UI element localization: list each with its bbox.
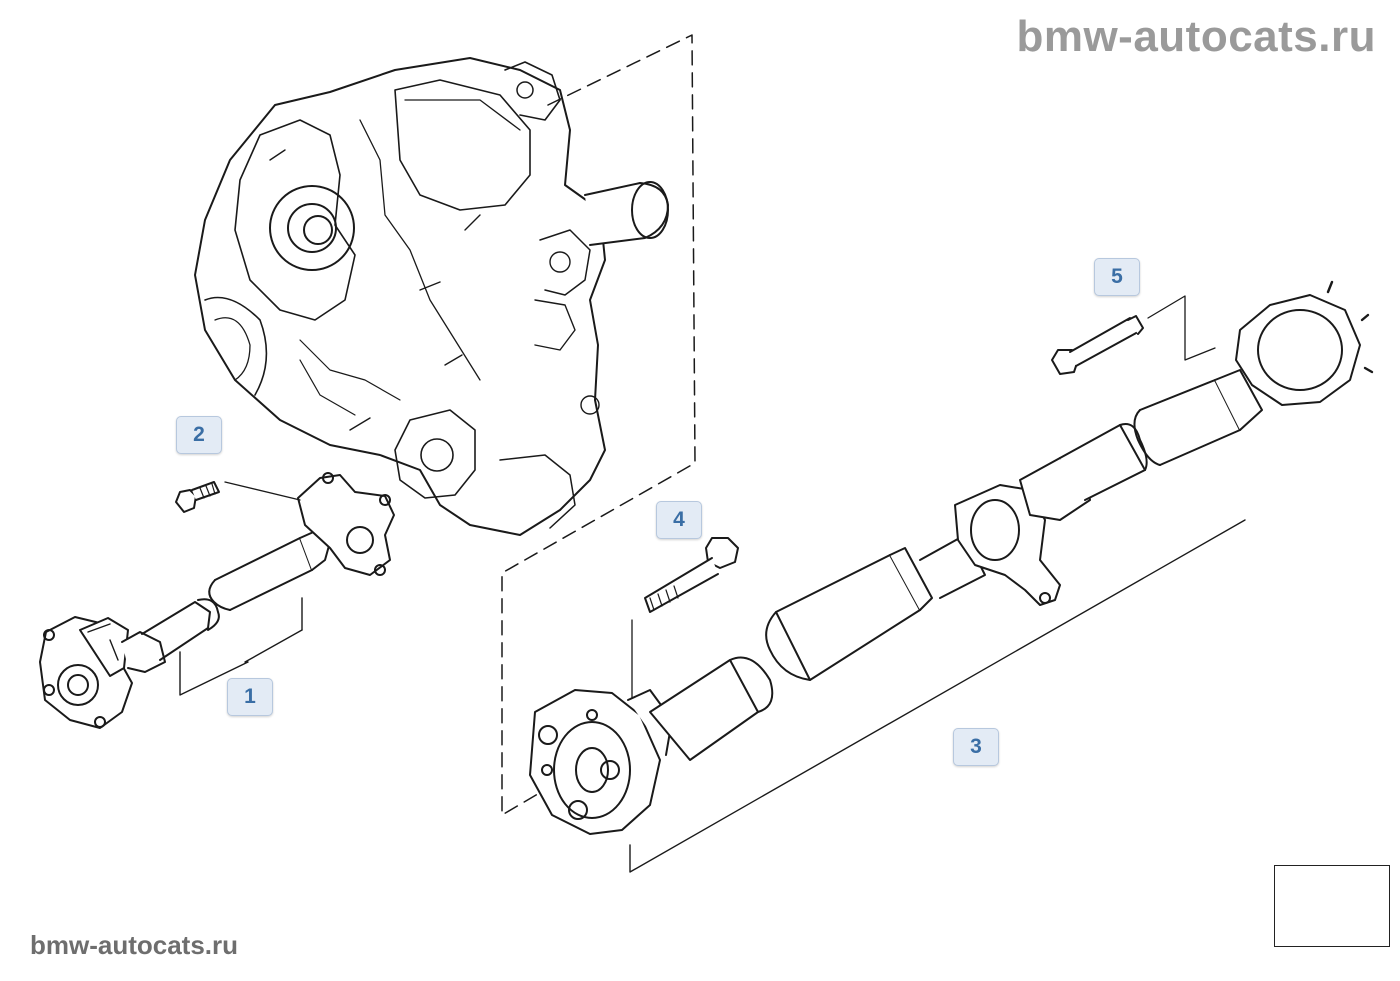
bolt-5 <box>1051 295 1216 375</box>
rear-drive-shaft <box>529 280 1374 873</box>
navigation-thumbnail-button[interactable] <box>1274 865 1390 947</box>
bolt-4 <box>631 537 739 701</box>
callout-5[interactable]: 5 <box>1094 258 1140 296</box>
watermark-bottom: bmw-autocats.ru <box>30 930 239 960</box>
watermark-top: bmw-autocats.ru <box>1016 12 1376 61</box>
callout-4[interactable]: 4 <box>656 501 702 539</box>
callout-3[interactable]: 3 <box>953 728 999 766</box>
bolt-2 <box>175 481 301 513</box>
front-drive-shaft <box>39 472 395 729</box>
assembly-boundary-dashed <box>501 34 696 816</box>
transfer-case <box>194 57 669 536</box>
callout-1[interactable]: 1 <box>227 678 273 716</box>
callout-2[interactable]: 2 <box>176 416 222 454</box>
